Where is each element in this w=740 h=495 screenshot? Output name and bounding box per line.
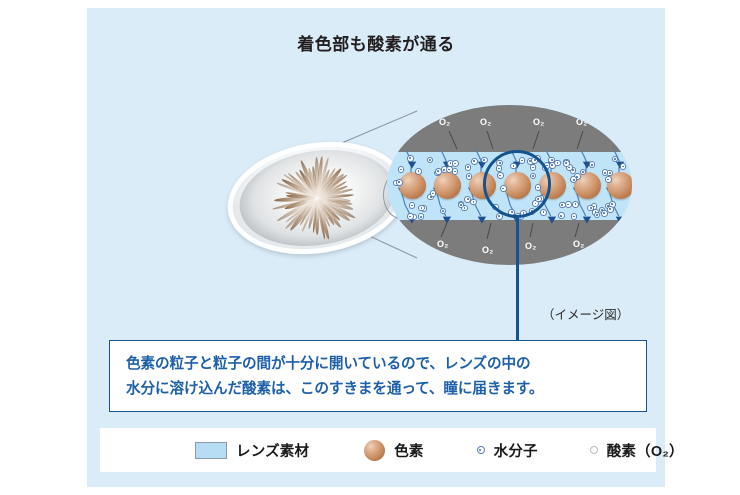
callout-pointer-line: [516, 218, 519, 346]
water-molecule: [407, 155, 414, 162]
legend: レンズ素材 色素 水分子 酸素（O₂）: [100, 428, 656, 472]
callout-box: 色素の粒子と粒子の間が十分に開いているので、レンズの中の 水分に溶け込んだ酸素は…: [109, 340, 647, 412]
water-molecule: [435, 168, 442, 175]
callout-text: 色素の粒子と粒子の間が十分に開いているので、レンズの中の 水分に溶け込んだ酸素は…: [126, 352, 634, 402]
oxygen-molecule-icon: [590, 446, 598, 454]
water-molecule: [558, 212, 565, 219]
legend-item-water: 水分子: [477, 440, 538, 461]
water-molecule: [407, 213, 414, 220]
water-molecule: [481, 157, 488, 164]
water-molecule: [396, 179, 403, 186]
water-molecule: [572, 201, 579, 208]
gap-highlight-ring: [483, 150, 551, 218]
water-molecule: [452, 160, 459, 167]
oxygen-label-top: O₂: [439, 117, 450, 127]
water-molecule: [466, 173, 473, 180]
water-molecule: [559, 202, 566, 209]
water-molecule: [415, 168, 422, 175]
water-molecule: [605, 176, 612, 183]
water-molecule: [601, 210, 608, 217]
oxygen-entry-arrow: [449, 131, 457, 149]
oxygen-label-bottom: O₂: [525, 241, 536, 251]
flow-arrow-icon: [408, 162, 416, 169]
magnified-cross-section: O₂ O₂ O₂ O₂ O₂ O₂ O₂ O₂: [387, 105, 632, 265]
water-molecule: [398, 166, 405, 173]
oxygen-exit-arrow: [530, 223, 533, 237]
lens-material-swatch-icon: [195, 442, 227, 459]
flow-arrow-icon: [583, 217, 591, 224]
oxygen-entry-arrow: [487, 131, 493, 149]
water-molecule: [471, 158, 478, 165]
legend-label-pigment: 色素: [394, 440, 423, 461]
callout-line-2: 水分に溶け込んだ酸素は、このすきまを通って、瞳に届きます。: [126, 377, 634, 402]
water-molecule: [563, 160, 570, 167]
water-molecule-icon: [477, 446, 485, 454]
oxygen-label-top: O₂: [576, 117, 587, 127]
oxygen-entry-arrow: [533, 131, 539, 149]
pigment-particle: [434, 172, 461, 199]
oxygen-exit-arrow: [575, 223, 579, 237]
pigment-sphere-icon: [364, 440, 385, 461]
legend-item-pigment: 色素: [364, 440, 423, 461]
water-molecule: [464, 196, 471, 203]
legend-label-oxygen: 酸素（O₂）: [607, 440, 684, 461]
pigment-particle: [399, 172, 426, 199]
image-note: （イメージ図）: [542, 304, 629, 323]
legend-item-lens-material: レンズ素材: [195, 440, 309, 461]
oxygen-label-top: O₂: [480, 117, 491, 127]
oxygen-label-bottom: O₂: [573, 239, 584, 249]
legend-label-water: 水分子: [494, 440, 538, 461]
oxygen-exit-arrow: [441, 223, 447, 237]
contact-lens-illustration: [227, 143, 407, 253]
flow-arrow-icon: [548, 217, 556, 224]
water-molecule: [571, 213, 578, 220]
flow-arrow-icon: [478, 217, 486, 224]
legend-item-oxygen: 酸素（O₂）: [590, 440, 684, 461]
flow-arrow-icon: [616, 217, 624, 224]
callout-line-1: 色素の粒子と粒子の間が十分に開いているので、レンズの中の: [126, 352, 634, 377]
legend-label-lens-material: レンズ素材: [236, 440, 309, 461]
oxygen-label-bottom: O₂: [482, 245, 493, 255]
oxygen-label-top: O₂: [533, 117, 544, 127]
oxygen-exit-arrow: [487, 223, 491, 239]
water-molecule: [540, 209, 547, 216]
water-molecule: [565, 201, 572, 208]
oxygen-entry-arrow: [577, 131, 583, 149]
water-molecule: [430, 190, 437, 197]
figure-title: 着色部も酸素が通る: [87, 30, 665, 55]
flow-arrow-icon: [443, 217, 451, 224]
water-molecule: [620, 163, 627, 170]
water-molecule: [607, 206, 614, 213]
figure-panel: 着色部も酸素が通る O₂O₂O₂O₂O₂O₂O₂O₂ （: [87, 8, 665, 487]
water-molecule: [465, 164, 472, 171]
oxygen-label-bottom: O₂: [437, 239, 448, 249]
